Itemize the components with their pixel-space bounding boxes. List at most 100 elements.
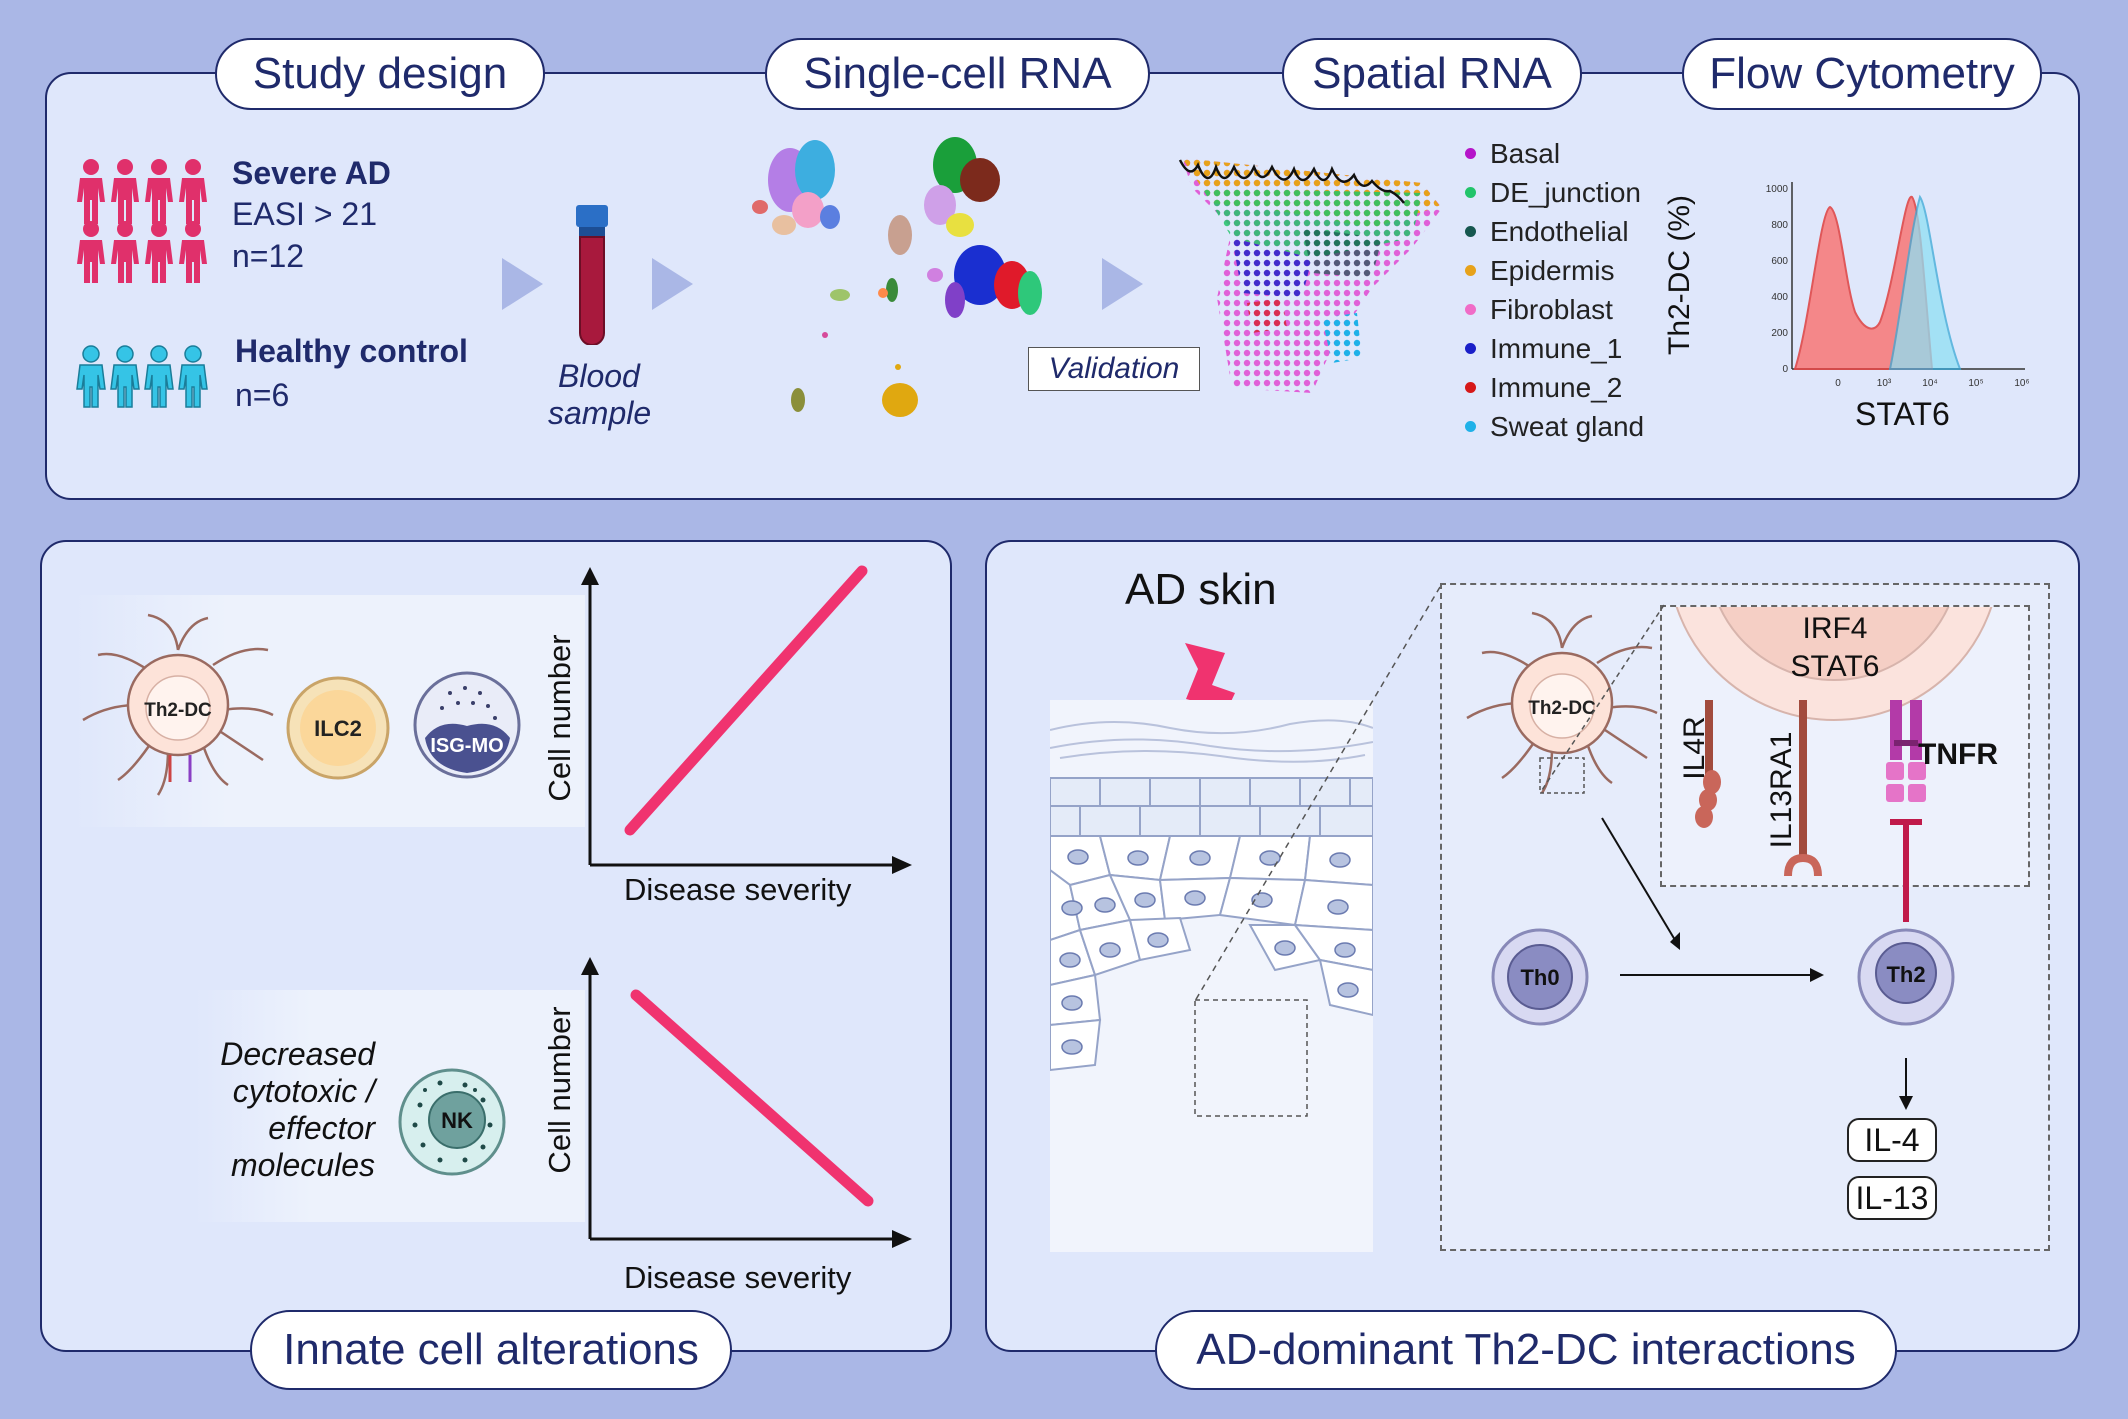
th2-dc-cell-icon: Th2-DC [82,613,274,796]
legend-swatch [1465,343,1476,354]
chart1-xlabel: Disease severity [624,872,852,907]
pill-spatial-rna: Spatial RNA [1282,38,1582,110]
receptor-zoom-box [1660,605,2030,887]
legend-swatch [1465,226,1476,237]
legend-label: Immune_2 [1490,371,1623,403]
legend-label: Epidermis [1490,254,1615,286]
zoom-lines [1194,586,1441,1002]
blood-sample-line2: sample [548,395,652,431]
svg-text:Th0: Th0 [1520,965,1559,990]
chart1-ylabel: Cell number [542,634,577,802]
y-tick: 1000 [1766,184,1789,195]
severe-ad-title: Severe AD [232,155,391,191]
x-tick: 10⁵ [1968,378,1983,389]
pill-single-cell-rna: Single-cell RNA [765,38,1150,110]
healthy-control-title: Healthy control [235,333,468,369]
y-tick: 0 [1782,364,1788,375]
decreased-line: molecules [230,1147,375,1183]
il4r-receptor-icon [1695,700,1721,828]
tnfr-receptor-icon [1886,700,1926,802]
legend-swatch [1465,187,1476,198]
arrow-right-icon [652,258,693,310]
svg-text:NK: NK [441,1108,473,1133]
pill-ad-dominant-th2dc-interactions: AD-dominant Th2-DC interactions [1155,1310,1897,1390]
healthy-control-people-icon [76,345,208,408]
legend-swatch [1465,421,1476,432]
legend-swatch [1465,382,1476,393]
irf4-label: IRF4 [1802,612,1868,645]
pill-innate-cell-alterations: Innate cell alterations [250,1310,732,1390]
decreased-text: Decreased cytotoxic / effector molecules [175,1036,375,1184]
legend-item: Immune_1 [1465,329,1644,368]
legend-item: Immune_2 [1465,368,1644,407]
legend-swatch [1465,265,1476,276]
legend-item: Basal [1465,134,1644,173]
y-tick: 800 [1771,220,1788,231]
cell-number-increase-chart [581,565,912,874]
pill-study-design: Study design [215,38,545,110]
increasing-trend-line [624,565,868,836]
severe-ad-people-icon [77,159,207,283]
histogram-blue [1888,194,1962,370]
legend-label: Fibroblast [1490,293,1613,325]
ad-skin-title: AD skin [1125,565,1277,614]
legend-label: Sweat gland [1490,410,1645,442]
study-overview-panel [45,72,2080,500]
nk-cell-icon: NK [398,1068,506,1176]
il13ra1-receptor-icon [1784,700,1822,877]
legend-label: Basal [1490,137,1561,169]
severe-ad-easi: EASI > 21 [232,196,377,232]
severe-ad-n: n=12 [232,238,305,274]
legend-item: Endothelial [1465,212,1644,251]
blood-sample-line1: Blood [558,358,640,394]
umap-plot [752,137,1042,417]
il4-cytokine-box: IL-4 [1847,1118,1937,1162]
x-tick: 10⁴ [1922,378,1937,389]
svg-text:Th2-DC: Th2-DC [1528,698,1596,719]
isg-mo-cell-icon: ISG-MO [413,671,521,779]
svg-text:Th2: Th2 [1886,962,1925,987]
arrow-right-icon [502,258,543,310]
skin-section-illustration [1050,700,1373,1252]
blood-tube-icon [576,205,608,345]
lightning-icon [1185,643,1235,755]
y-tick: 600 [1771,256,1788,267]
th2-cell-icon: Th2 [1857,928,1955,1026]
tnfr-label: TNFR [1918,738,1998,771]
nk-backdrop [195,990,585,1222]
flow-xlabel: STAT6 [1855,396,1950,432]
svg-text:ISG-MO: ISG-MO [430,735,503,757]
th2-dc-cell-icon: Th2-DC [1466,611,1658,794]
decreased-line: cytotoxic / [232,1073,375,1109]
x-tick: 0 [1835,378,1841,389]
chart2-ylabel: Cell number [542,1006,577,1174]
il4r-label: IL4R [1678,716,1711,780]
arrow-right-icon [1102,258,1143,310]
validation-label: Validation [1028,347,1200,391]
cell-number-decrease-chart [581,957,912,1248]
legend-label: DE_junction [1490,176,1641,208]
legend-item: Epidermis [1465,251,1644,290]
legend-swatch [1465,304,1476,315]
decreasing-trend-line [630,989,874,1207]
decreased-line: Decreased [220,1036,375,1072]
interaction-arrows [1601,817,1922,1110]
legend-item: Fibroblast [1465,290,1644,329]
il13-cytokine-box: IL-13 [1847,1176,1937,1220]
x-tick: 10⁶ [2014,378,2029,389]
legend-item: Sweat gland [1465,407,1644,446]
legend-swatch [1465,148,1476,159]
svg-text:Th2-DC: Th2-DC [144,700,212,721]
stat6-label: STAT6 [1790,650,1880,683]
flow-cytometry-histogram: 0 200 400 600 800 1000 0 10³ 10⁴ 10⁵ 10⁶ [1766,182,2030,389]
y-tick: 400 [1771,292,1788,303]
legend-label: Endothelial [1490,215,1629,247]
pill-flow-cytometry: Flow Cytometry [1682,38,2042,110]
chart2-xlabel: Disease severity [624,1260,852,1295]
x-tick: 10³ [1877,378,1892,389]
ilc2-cell-icon: ILC2 [286,676,390,780]
th0-cell-icon: Th0 [1491,928,1589,1026]
connector-lines [1541,604,1665,791]
